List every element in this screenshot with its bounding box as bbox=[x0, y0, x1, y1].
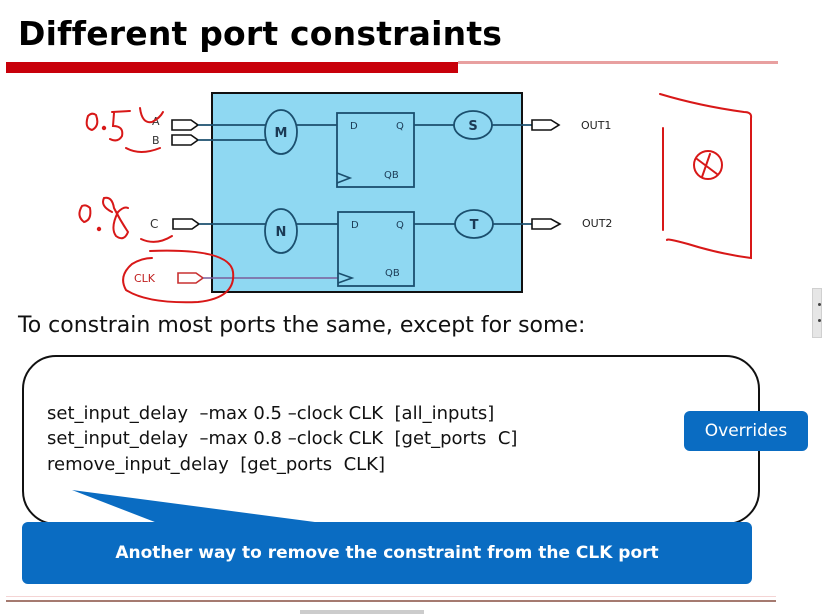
footer-divider bbox=[6, 600, 776, 602]
side-panel-handle[interactable] bbox=[812, 288, 822, 338]
logic-label-s: S bbox=[468, 119, 477, 134]
footer-divider-light bbox=[6, 596, 776, 597]
input-label-a: A bbox=[152, 115, 160, 128]
flip-flop-1 bbox=[336, 112, 415, 188]
overrides-badge: Overrides bbox=[684, 411, 808, 451]
logic-block-n bbox=[264, 208, 298, 254]
input-label-b: B bbox=[152, 134, 160, 147]
slide-subtitle: To constrain most ports the same, except… bbox=[18, 313, 586, 338]
ff1-q-label: Q bbox=[396, 121, 404, 132]
ff2-qb-label: QB bbox=[385, 268, 400, 279]
callout-banner: Another way to remove the constraint fro… bbox=[22, 522, 752, 584]
ff2-clock-triangle bbox=[337, 272, 355, 284]
logic-label-t: T bbox=[470, 218, 479, 233]
circuit-diagram: A B C CLK M D Q QB S N D Q QB T OUT1 OUT… bbox=[134, 92, 612, 293]
input-port-c bbox=[172, 218, 268, 230]
callout-text: Another way to remove the constraint fro… bbox=[115, 543, 659, 563]
logic-label-m: M bbox=[275, 126, 288, 141]
input-port-b bbox=[171, 134, 274, 146]
title-underline-thin bbox=[458, 61, 778, 64]
code-line-3: remove_input_delay [get_ports CLK] bbox=[47, 454, 386, 475]
ff1-qb-label: QB bbox=[384, 170, 399, 181]
output-port-out1 bbox=[531, 119, 561, 131]
output-label-out2: OUT2 bbox=[582, 217, 612, 230]
code-line-1: set_input_delay –max 0.5 –clock CLK [all… bbox=[47, 403, 495, 424]
ff1-clock-triangle bbox=[336, 172, 353, 184]
input-label-clk: CLK bbox=[134, 272, 156, 285]
output-port-out2 bbox=[531, 218, 562, 230]
input-port-a bbox=[171, 119, 274, 131]
video-control-tab[interactable] bbox=[300, 610, 424, 614]
flip-flop-2 bbox=[337, 211, 415, 287]
logic-label-n: N bbox=[276, 225, 287, 240]
slide-title: Different port constraints bbox=[18, 14, 503, 53]
handle-dot-icon bbox=[818, 319, 821, 322]
ff1-d-label: D bbox=[350, 121, 358, 132]
output-label-out1: OUT1 bbox=[581, 119, 611, 132]
title-underline-bar bbox=[6, 62, 458, 73]
logic-block-m bbox=[264, 109, 298, 155]
handle-dot-icon bbox=[818, 303, 821, 306]
code-line-2: set_input_delay –max 0.8 –clock CLK [get… bbox=[47, 428, 518, 449]
ff2-q-label: Q bbox=[396, 220, 404, 231]
input-label-c: C bbox=[150, 217, 158, 231]
ff2-d-label: D bbox=[351, 220, 359, 231]
